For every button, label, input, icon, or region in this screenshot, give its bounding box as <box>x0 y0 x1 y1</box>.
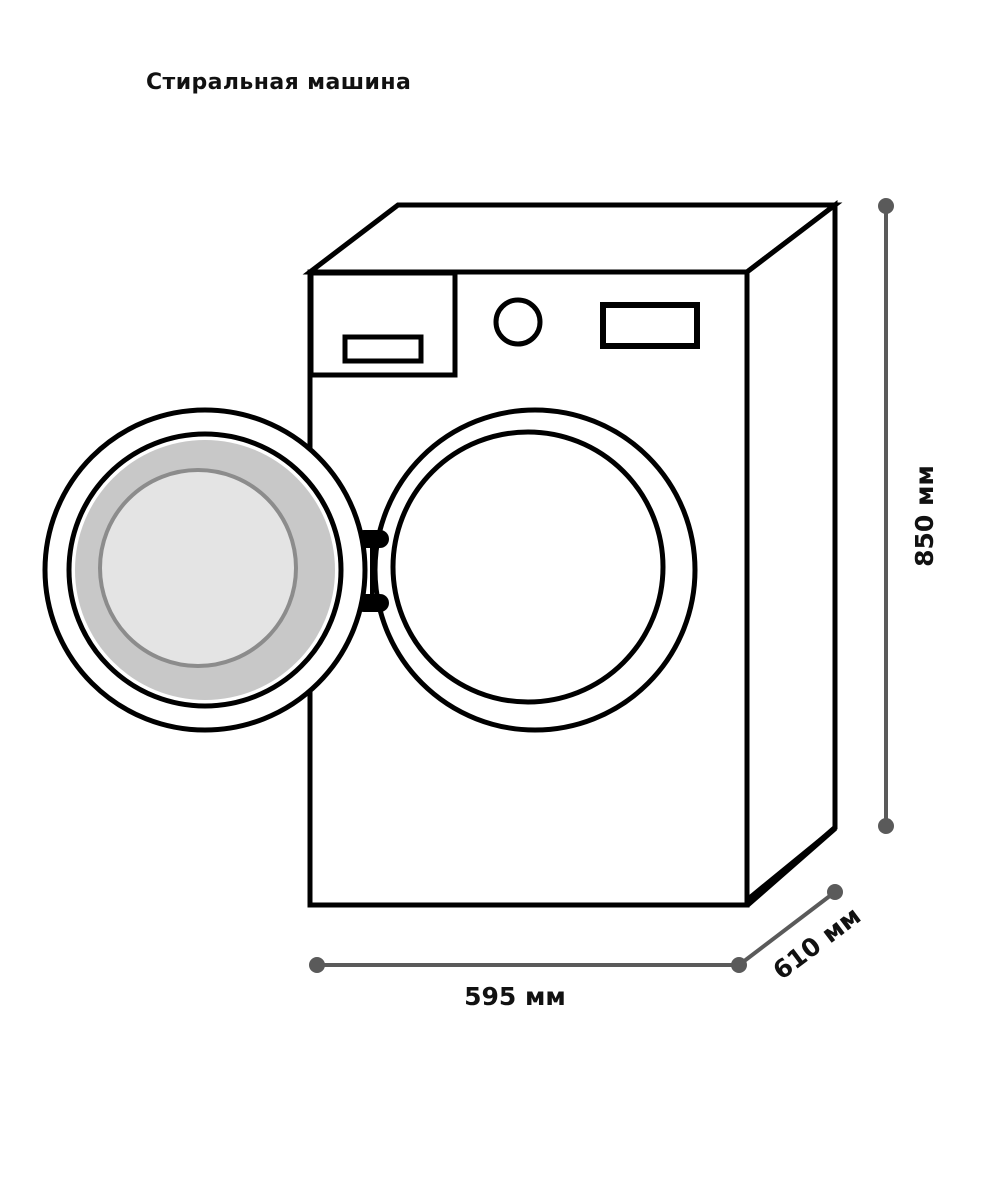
dimension-height-endpoint-top <box>878 198 894 214</box>
dimension-height: 850 мм <box>878 198 939 834</box>
control-panel <box>308 270 700 378</box>
control-knob[interactable] <box>493 297 543 347</box>
dimension-depth-endpoint-far <box>827 884 843 900</box>
drum-opening <box>372 407 698 733</box>
page-title: Стиральная машина <box>146 70 412 95</box>
detergent-drawer-handle[interactable] <box>342 334 424 364</box>
dimension-height-endpoint-bottom <box>878 818 894 834</box>
bottom-right-edge <box>745 825 837 908</box>
display-panel[interactable] <box>600 302 700 349</box>
drum-opening-inner-ring <box>390 429 666 705</box>
dimension-width-label: 595 мм <box>464 982 566 1011</box>
dimension-depth-line <box>737 890 837 967</box>
door-glass <box>98 468 298 668</box>
washer-door[interactable] <box>42 407 368 733</box>
dimension-depth-label: 610 мм <box>768 901 867 985</box>
dimension-width: 595 мм <box>309 957 747 1011</box>
dimension-width-endpoint-left <box>309 957 325 973</box>
side-panel <box>744 199 838 906</box>
dimension-height-label: 850 мм <box>910 465 939 567</box>
